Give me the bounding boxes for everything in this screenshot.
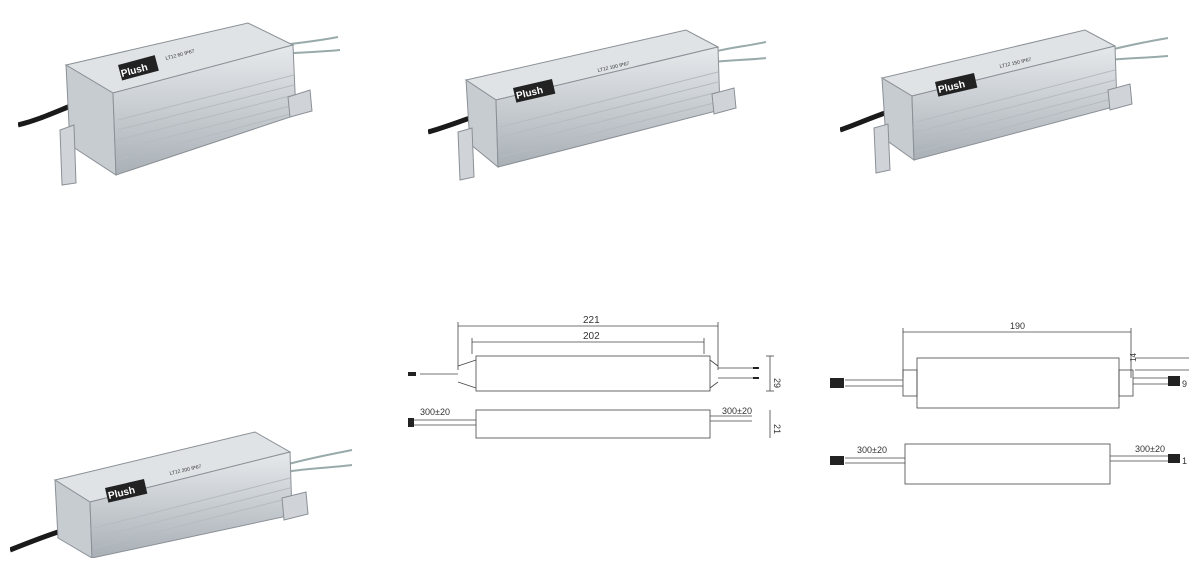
dim-height-bottom: 21 bbox=[772, 424, 782, 434]
dim-outer-length: 221 bbox=[583, 315, 600, 326]
technical-drawing: 190 14 9 300±20 300±20 1 bbox=[830, 321, 1189, 485]
product-photo-2: Plush LT12 100 IP67 bbox=[427, 22, 768, 182]
dim-lead-left: 300±20 bbox=[420, 407, 450, 417]
power-supply-image: Plush LT12 150 IP67 bbox=[839, 29, 1169, 174]
technical-drawing: 221 202 29 300±20 300±20 21 bbox=[408, 315, 782, 439]
dim-inner-length: 202 bbox=[583, 331, 600, 342]
product-photo-1: Plush LT12 60 IP67 bbox=[17, 5, 348, 190]
dim-length: 190 bbox=[1010, 321, 1025, 331]
dim-side-bottom: 1 bbox=[1182, 456, 1187, 466]
dimension-drawing-a: 221 202 29 300±20 300±20 21 bbox=[400, 312, 790, 447]
dim-height-top: 29 bbox=[772, 378, 782, 388]
product-photo-3: Plush LT12 150 IP67 bbox=[839, 20, 1170, 180]
power-supply-image: Plush LT12 100 IP67 bbox=[427, 29, 767, 181]
power-supply-image: Plush LT12 200 IP67 bbox=[9, 431, 353, 559]
dim-lead-right: 300±20 bbox=[722, 406, 752, 416]
dim-lead-right: 300±20 bbox=[1135, 444, 1165, 454]
product-photo-4: Plush LT12 200 IP67 bbox=[9, 420, 355, 559]
dimension-drawing-b: 190 14 9 300±20 300±20 1 bbox=[825, 318, 1189, 493]
dim-height-top: 14 bbox=[1129, 353, 1138, 362]
power-supply-image: Plush LT12 60 IP67 bbox=[17, 22, 341, 186]
dim-lead-left: 300±20 bbox=[857, 445, 887, 455]
dim-side-top: 9 bbox=[1182, 379, 1187, 389]
